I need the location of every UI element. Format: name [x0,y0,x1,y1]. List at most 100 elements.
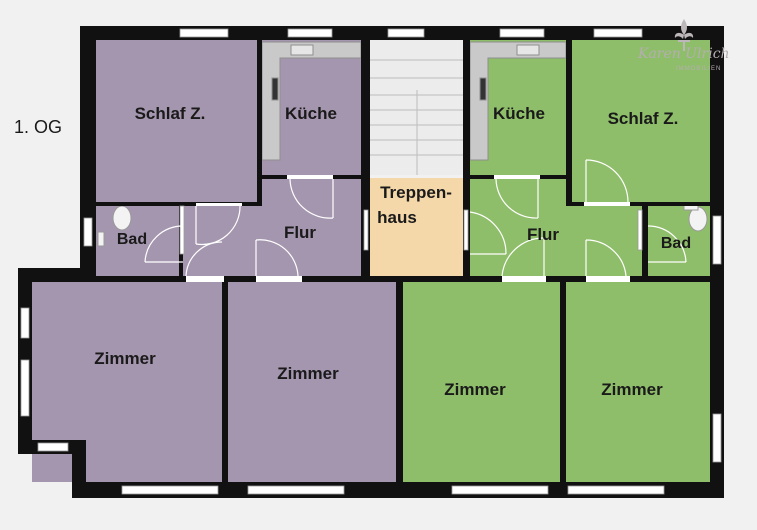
wall-v-stair-right [463,40,470,276]
window [363,209,369,251]
label-bad-right: Bad [661,235,691,252]
stove-left [271,77,279,101]
toilet-left [112,205,132,231]
stair-treads [370,59,463,175]
toilet-right [688,206,708,232]
door-swing [144,225,184,263]
window [499,28,545,38]
room-labels: Schlaf Z. Küche Bad Flur Treppen- haus K… [94,104,691,399]
window [567,485,665,495]
wall-v-zimmer-1-2 [222,282,228,482]
door-schlaf-right [584,159,630,206]
room-schlaf-right [572,40,710,202]
door-swing [647,225,687,263]
window [387,28,425,38]
window [179,205,185,255]
window [247,485,345,495]
label-zimmer-1: Zimmer [94,349,156,368]
label-bad-left: Bad [117,231,147,248]
door-zimmer-1 [185,241,224,282]
wall-v-zimmer-2-3 [396,282,403,482]
sink-right [516,44,540,56]
stove-right [479,77,487,101]
label-schlaf-right: Schlaf Z. [608,109,679,128]
wall-v-zimmer-3-4 [560,282,566,482]
logo-subtitle: IMMOBILIEN [676,66,722,72]
windows [20,28,722,495]
room-schlaf-left [96,40,257,202]
door-entry-left [255,239,302,282]
window [593,28,643,38]
door-opening [586,276,630,282]
doors [144,159,687,282]
window [451,485,549,495]
sink-left [290,44,314,56]
window [179,28,229,38]
label-zimmer-4: Zimmer [601,380,663,399]
room-zimmer-2 [228,282,396,482]
label-flur-right: Flur [527,225,559,244]
wall-bottom [72,482,724,498]
label-flur-left: Flur [284,223,316,242]
door-bad-left [144,225,184,263]
window [287,28,333,38]
window [121,485,219,495]
door-schlaf-left [195,203,242,246]
label-kueche-left: Küche [285,104,337,123]
room-flur-left [183,178,366,276]
door-swing [195,205,241,246]
sink-bad-left [97,231,105,247]
floor-label: 1. OG [14,117,63,137]
door-swing [501,237,545,277]
door-zimmer-4 [585,239,630,282]
door-swing [185,241,223,277]
logo-name: Karen Ulrich [638,46,730,62]
room-treppenhaus [370,178,463,276]
fleur-de-lis-icon [674,19,694,51]
company-logo: Karen Ulrich IMMOBILIEN [628,18,740,78]
window [712,413,722,463]
wall-left-step [18,268,96,282]
door-opening [287,175,333,179]
wall-left-upper [80,26,96,276]
window [463,209,469,251]
wall-v-kueche-stair-left [361,40,370,276]
window [83,217,93,247]
room-fills [32,40,710,482]
wall-v-kueche-schlaf-right [566,40,572,202]
wall-h-schlaf-left [96,202,262,206]
bath-fixtures [97,203,708,247]
window [712,215,722,265]
door-swing [495,178,539,219]
door-swing [469,211,507,255]
label-schlaf-left: Schlaf Z. [135,104,206,123]
label-treppenhaus-1: Treppen- [380,183,452,202]
door-opening [502,276,546,282]
door-swing [255,239,299,277]
door-zimmer-3 [501,237,546,282]
door-opening [494,175,540,179]
door-swing [289,178,334,219]
door-opening [186,276,224,282]
window [637,209,643,251]
wall-v-bad-right [642,206,648,276]
wall-v-schlaf-kueche-left [257,40,262,202]
label-kueche-right: Küche [493,104,545,123]
room-zimmer-4 [566,282,710,482]
wall-h-middle [80,276,724,282]
wall-h-schlaf-right [566,202,710,206]
door-kueche-right [494,175,540,219]
door-bad-right [647,225,687,263]
window [20,359,30,417]
door-swing [585,159,629,203]
door-kueche-left [287,175,334,219]
door-opening [584,202,630,206]
label-treppenhaus-2: haus [377,208,417,227]
door-opening [256,276,302,282]
room-zimmer-3 [403,282,560,482]
label-zimmer-3: Zimmer [444,380,506,399]
door-entry-right [469,211,507,255]
window [37,442,69,452]
room-bad-left [96,206,179,276]
